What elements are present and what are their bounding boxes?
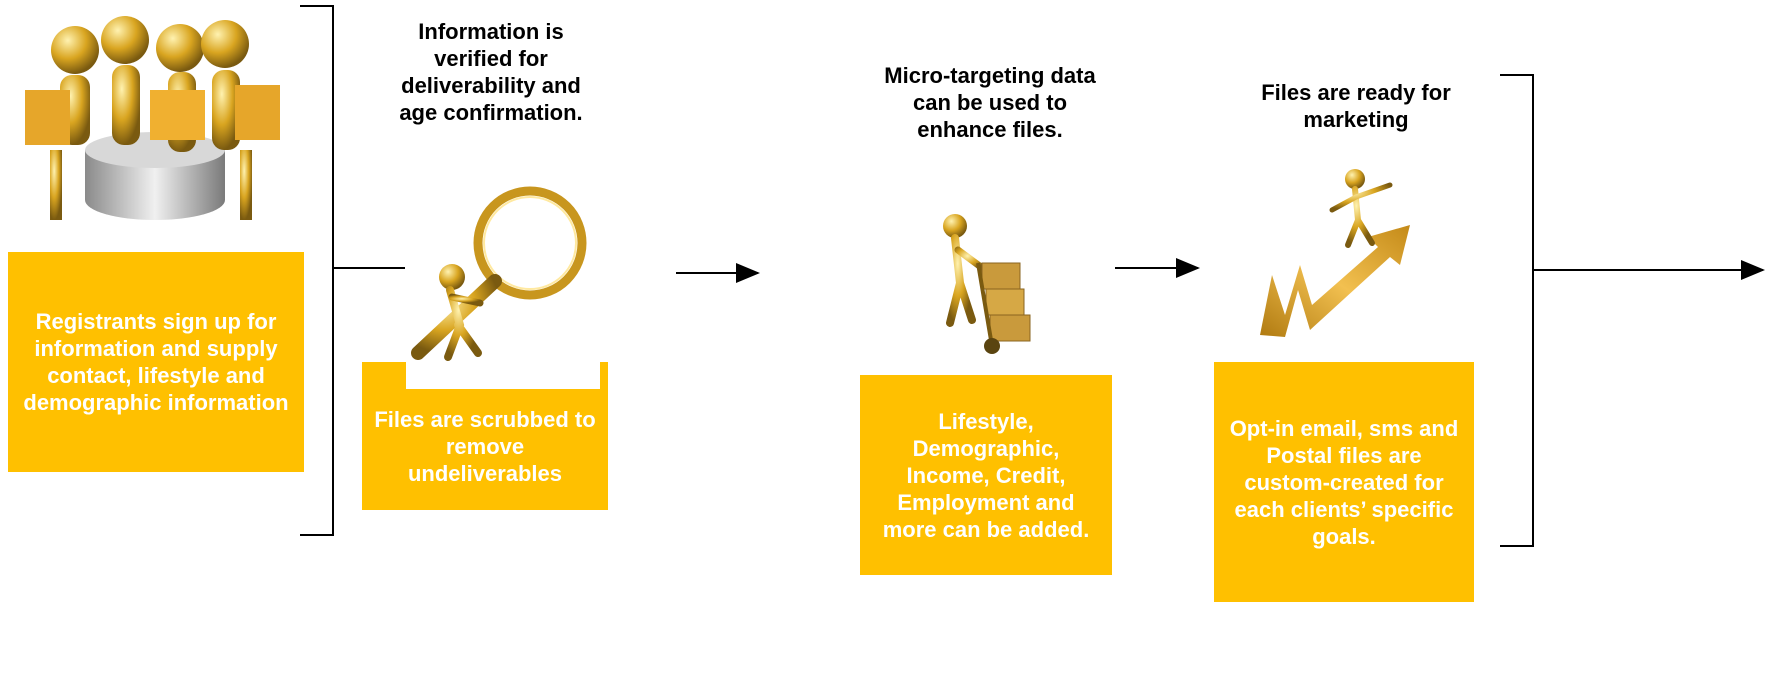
step-1-box-text: Registrants sign up for information and … <box>23 309 289 415</box>
gold-figures-with-laptops-icon <box>25 16 280 220</box>
bracket-right <box>1500 74 1534 547</box>
step-4-heading-text: Files are ready for marketing <box>1261 80 1451 132</box>
bracket-left <box>300 5 334 536</box>
step-1-box: Registrants sign up for information and … <box>8 252 304 472</box>
gold-figure-on-rising-arrow-icon <box>1260 169 1410 337</box>
gold-figure-with-hand-truck-icon <box>943 214 1031 354</box>
step-2-heading: Information is verified for deliverabili… <box>382 18 600 126</box>
step-4-box: Opt-in email, sms and Postal files are c… <box>1214 362 1474 602</box>
step-3-box-text: Lifestyle, Demographic, Income, Credit, … <box>882 408 1090 542</box>
step-2-heading-text: Information is verified for deliverabili… <box>399 19 583 125</box>
step-3-heading-text: Micro-targeting data can be used to enha… <box>884 63 1096 142</box>
step-4-heading: Files are ready for marketing <box>1228 79 1484 133</box>
step-4-box-text: Opt-in email, sms and Postal files are c… <box>1229 415 1459 549</box>
step-2-box-text: Files are scrubbed to remove undeliverab… <box>374 406 596 486</box>
step-3-heading: Micro-targeting data can be used to enha… <box>870 62 1110 143</box>
step-3-box: Lifestyle, Demographic, Income, Credit, … <box>860 375 1112 575</box>
gold-figure-with-magnifying-glass-icon <box>406 186 600 389</box>
